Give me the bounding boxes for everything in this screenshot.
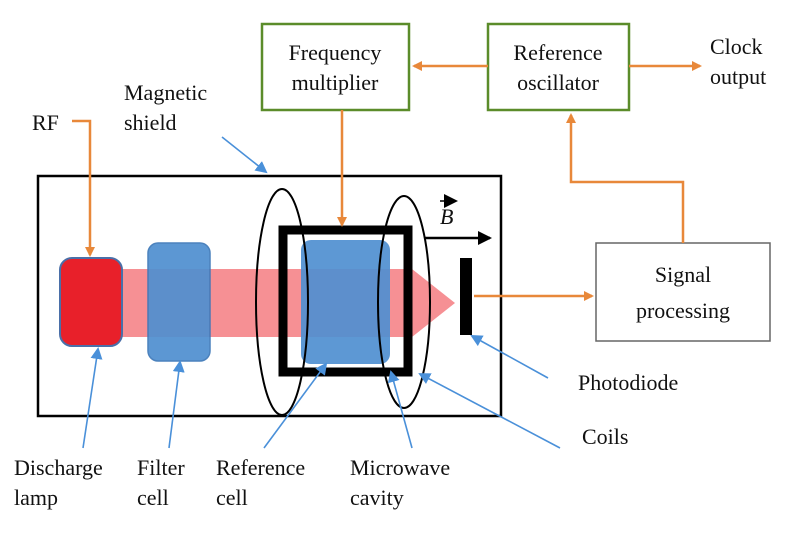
reference-oscillator-label-1: Reference: [513, 40, 602, 65]
microwave-cavity: [278, 225, 413, 377]
signal-processing-label-1: Signal: [655, 262, 711, 287]
discharge-lamp-label-1: Discharge: [14, 455, 103, 480]
reference-oscillator-label-2: oscillator: [517, 70, 600, 95]
pointer-discharge-lamp: [82, 347, 103, 449]
discharge-lamp: [59, 257, 123, 347]
signal-processing-box: [595, 242, 771, 342]
frequency-multiplier-label-1: Frequency: [289, 40, 382, 65]
signal-processing-label-2: processing: [636, 298, 730, 323]
filter-cell-label-1: Filter: [137, 455, 185, 480]
clock-output-label-2: output: [710, 64, 766, 89]
coils-label: Coils: [582, 424, 628, 449]
magnetic-shield-label-1: Magnetic: [124, 80, 207, 105]
b-field-label: B: [440, 204, 453, 229]
reference-cell-label-2: cell: [216, 485, 248, 510]
reference-cell: [301, 240, 390, 364]
frequency-multiplier-label-2: multiplier: [292, 70, 379, 95]
rf-feed-line: [72, 119, 95, 257]
pointer-magnetic-shield: [221, 136, 268, 174]
filter-cell: [147, 242, 211, 362]
discharge-lamp-label-2: lamp: [14, 485, 58, 510]
reference-oscillator-box: [486, 22, 631, 112]
pointer-reference-cell: [263, 362, 328, 449]
signal-to-oscillator-line: [566, 113, 685, 243]
pointer-filter-cell: [168, 360, 185, 449]
pointer-microwave-cavity: [387, 370, 413, 449]
pointer-coils: [418, 373, 561, 449]
microwave-cavity-label-2: cavity: [350, 485, 404, 510]
pointer-photodiode: [470, 335, 549, 379]
filter-cell-label-2: cell: [137, 485, 169, 510]
reference-cell-label-1: Reference: [216, 455, 305, 480]
clock-output-label-1: Clock: [710, 34, 763, 59]
coil-left: [255, 188, 309, 416]
photodiode: [460, 258, 472, 335]
coil-right: [377, 195, 431, 409]
microwave-cavity-label-1: Microwave: [350, 455, 450, 480]
photodiode-label: Photodiode: [578, 370, 678, 395]
frequency-multiplier-box: [260, 22, 411, 112]
rf-label: RF: [32, 110, 59, 135]
magnetic-shield-label-2: shield: [124, 110, 177, 135]
